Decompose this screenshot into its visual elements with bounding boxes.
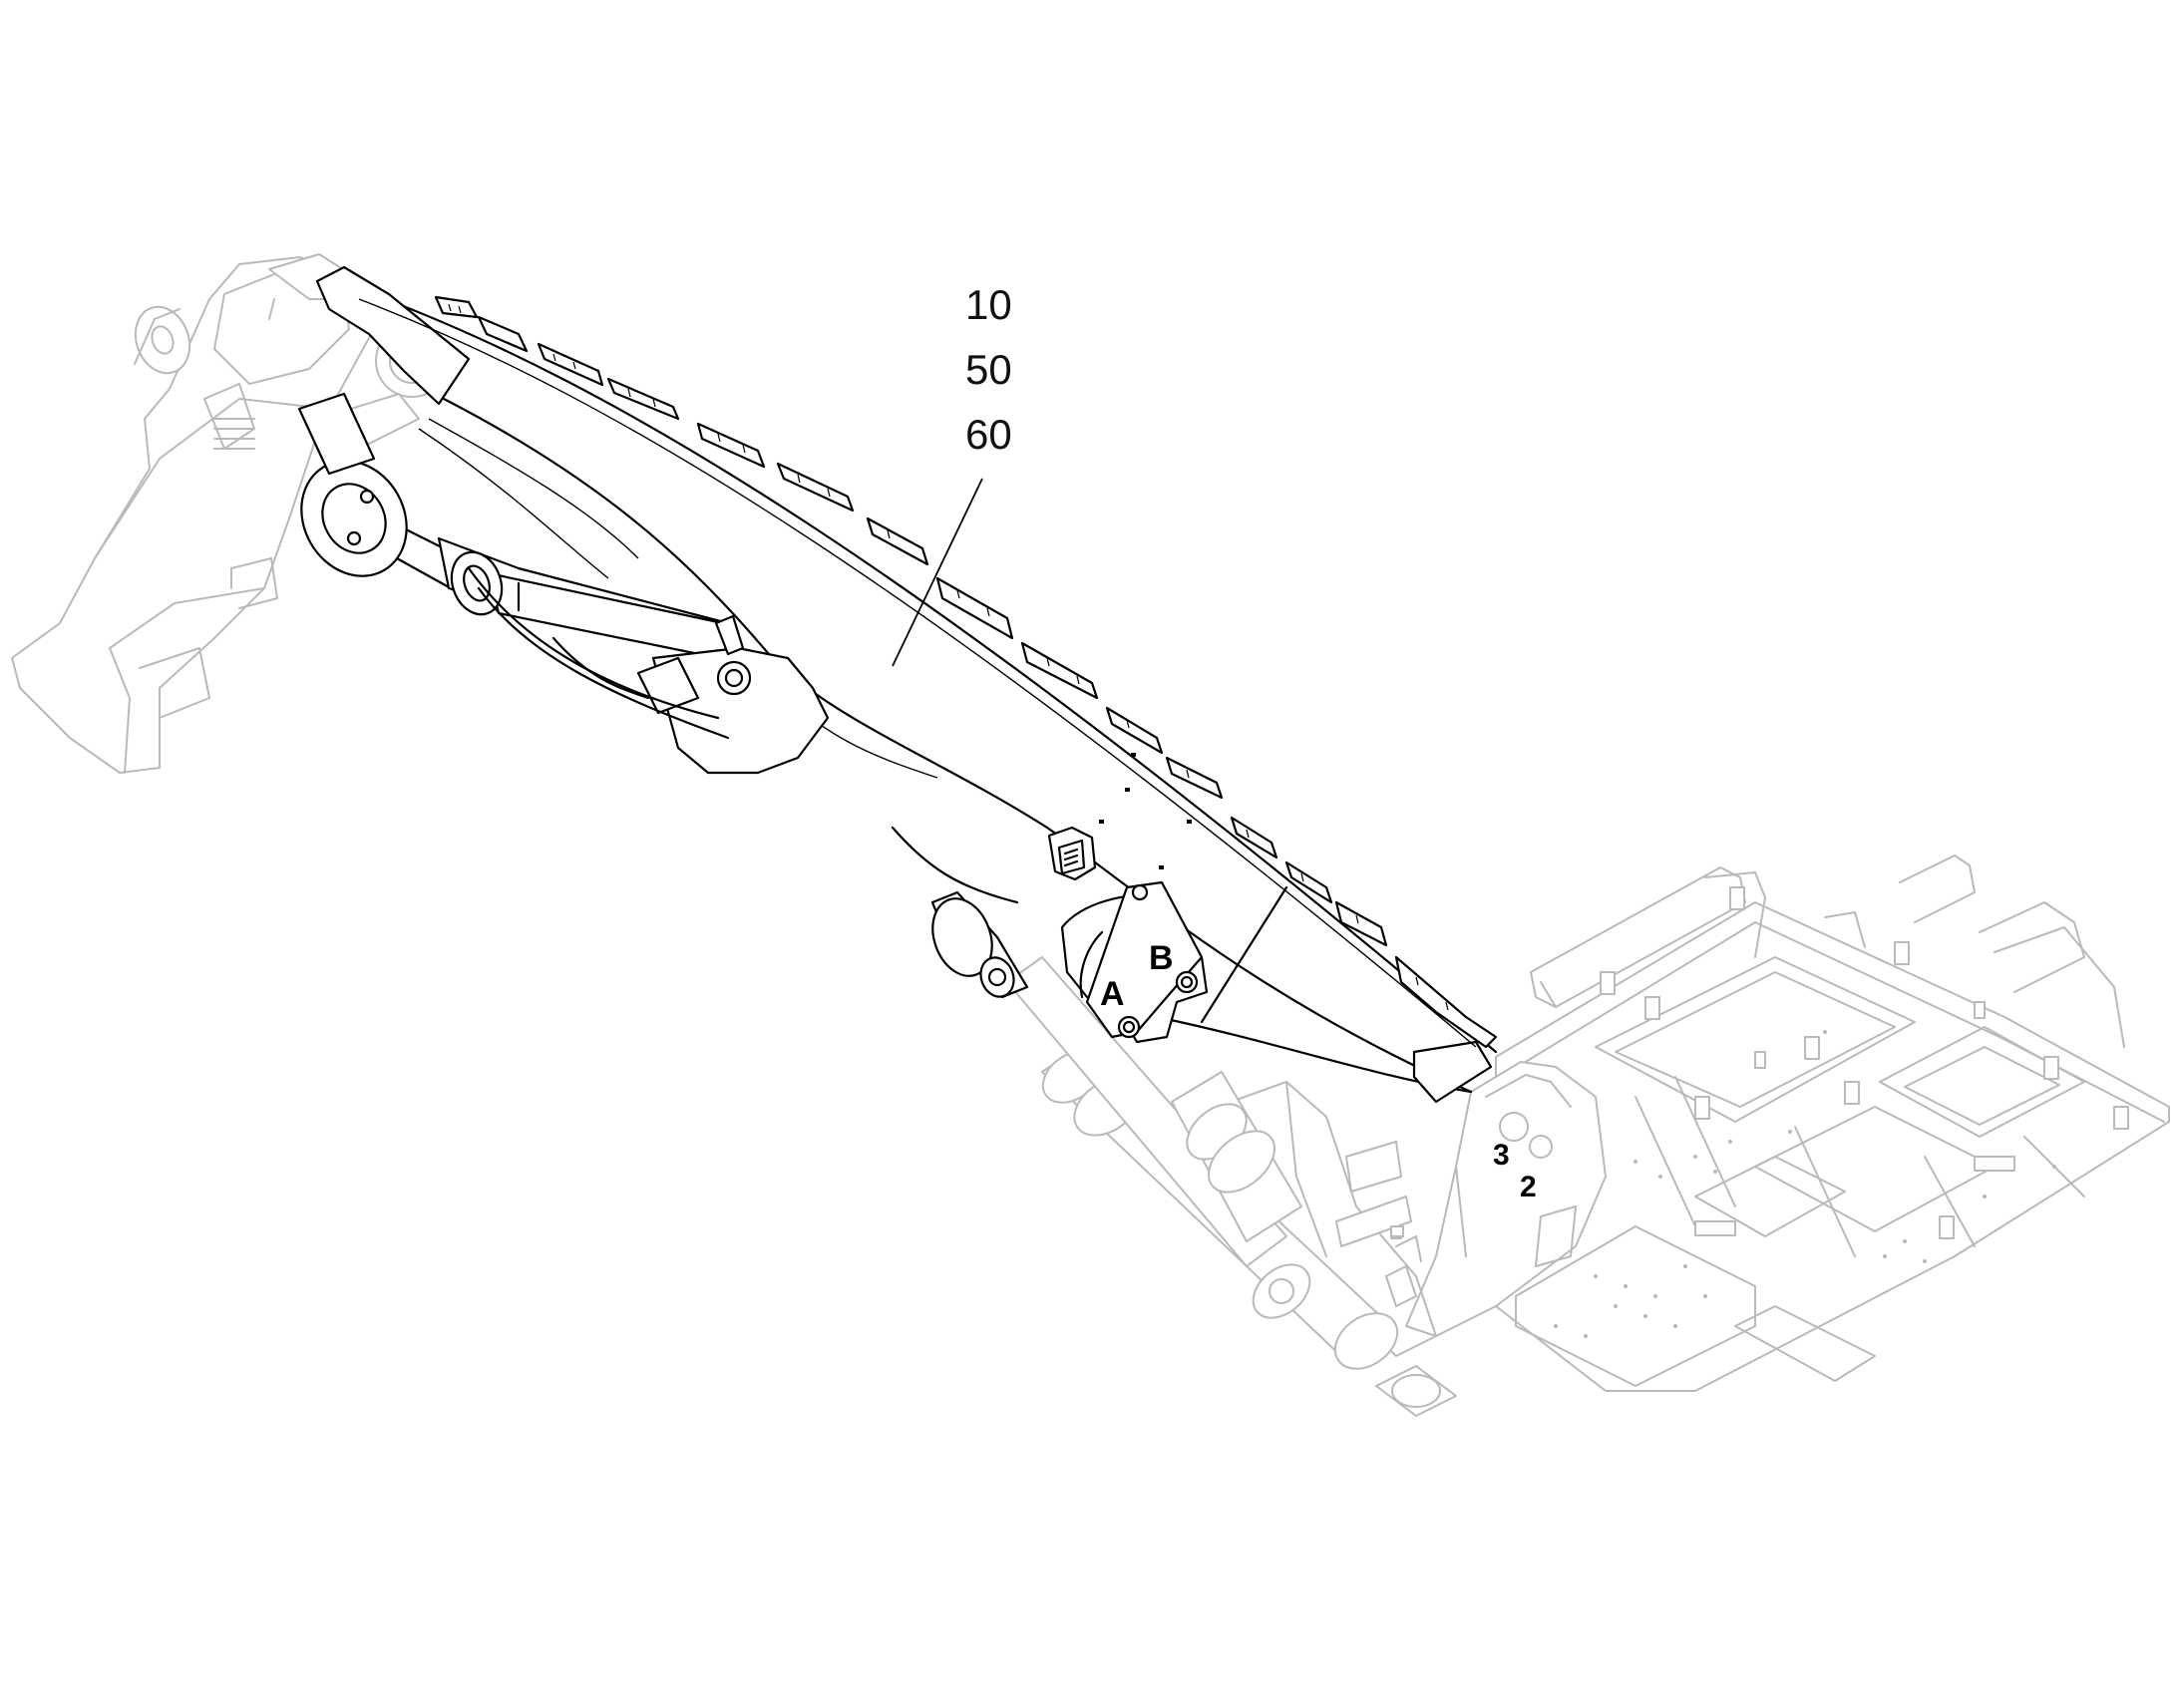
port-label-b: B: [1149, 939, 1174, 977]
hose-clamp-strip: [434, 295, 1498, 1049]
upper-frame: [1390, 854, 2170, 1392]
callout-number-3: 60: [965, 411, 1012, 458]
hydraulic-port-block: [1060, 880, 1209, 1044]
boom-pivot-link: [891, 826, 1029, 999]
arm-cylinder: [297, 392, 830, 775]
arm-end: [11, 253, 449, 774]
pin-label-2: 2: [1520, 1171, 1537, 1203]
callout-number-1: 10: [965, 281, 1012, 328]
pin-label-3: 3: [1493, 1139, 1510, 1172]
lift-cylinders: [1006, 956, 1457, 1417]
sensor-guard: [1047, 753, 1192, 881]
boom-body: [315, 265, 1498, 1104]
callout-leader-line: [892, 478, 983, 667]
callout-number-2: 50: [965, 346, 1012, 393]
port-label-a: A: [1100, 975, 1125, 1013]
boom-foot-bracket: [1161, 1061, 1607, 1357]
